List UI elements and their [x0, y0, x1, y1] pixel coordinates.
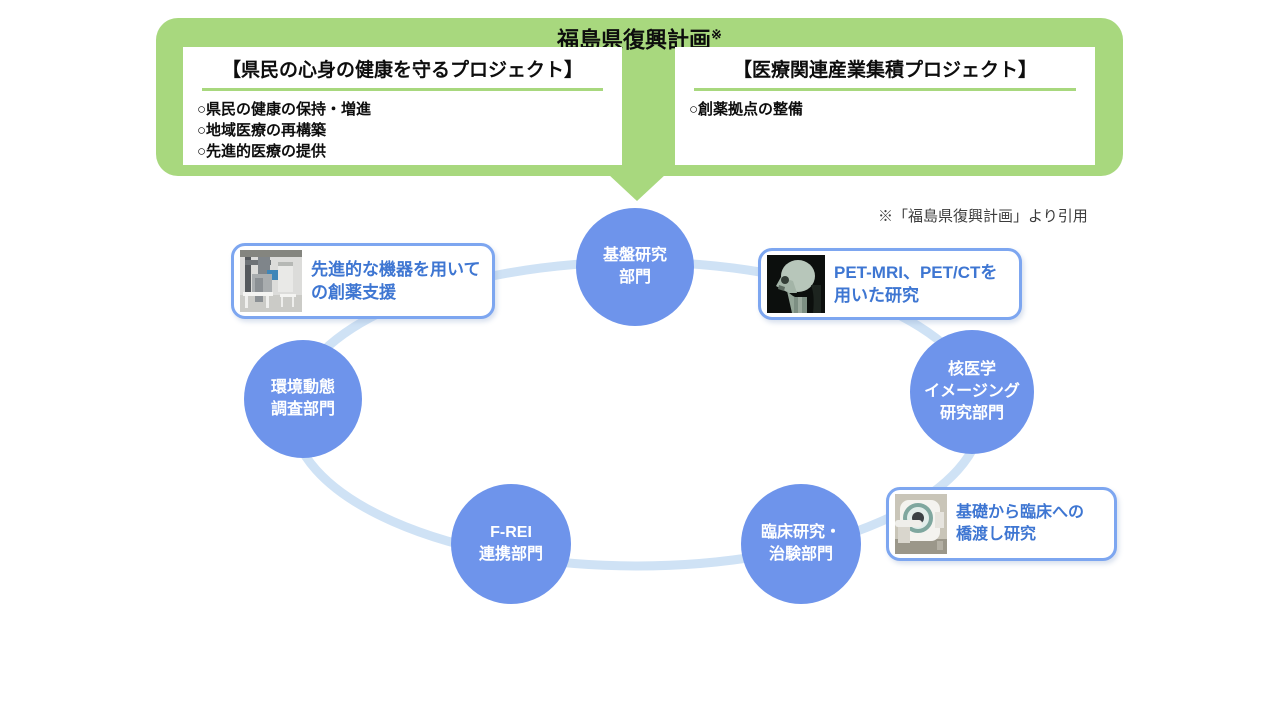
callout-label-line: 橋渡し研究: [956, 526, 1037, 543]
skull-scan-photo: [767, 255, 825, 313]
callout-pet-research: PET-MRI、PET/CTを 用いた研究: [758, 248, 1022, 320]
dept-label-line: イメージング: [924, 383, 1020, 400]
health-project-box: 【県民の心身の健康を守るプロジェクト】 ○県民の健康の保持・増進 ○地域医療の再…: [183, 47, 622, 165]
callout-label-line: の創薬支援: [311, 283, 396, 302]
callout-label-line: PET-MRI、PET/CTを: [834, 263, 998, 282]
dept-label-line: 研究部門: [939, 405, 1004, 422]
dept-label-line: F-REI: [490, 524, 532, 541]
dept-label-line: 部門: [618, 269, 651, 286]
dept-label-line: 治験部門: [768, 546, 833, 563]
callout-label-line: 基礎から臨床への: [956, 504, 1085, 521]
callout-label-line: 用いた研究: [834, 286, 919, 305]
citation-note: ※「福島県復興計画」より引用: [878, 208, 1088, 225]
project-item: ○創薬拠点の整備: [689, 101, 804, 118]
plan-title: 福島県復興計画※: [156, 20, 1123, 52]
dept-label-line: 連携部門: [478, 546, 543, 563]
heading-divider: [202, 88, 603, 91]
dept-label-line: 調査部門: [270, 401, 335, 418]
recovery-plan-panel: 福島県復興計画※ 【県民の心身の健康を守るプロジェクト】 ○県民の健康の保持・増…: [156, 18, 1123, 176]
dept-circle-nuclear-imaging: 核医学 イメージング 研究部門: [910, 330, 1034, 454]
project-item-list: ○県民の健康の保持・増進 ○地域医療の再構築 ○先進的医療の提供: [183, 99, 622, 162]
project-heading: 【医療関連産業集積プロジェクト】: [732, 60, 1037, 81]
heading-divider: [694, 88, 1076, 91]
callout-drug-discovery: 先進的な機器を用いて の創薬支援: [231, 243, 495, 319]
dept-circle-environmental-dynamics: 環境動態 調査部門: [244, 340, 362, 458]
dept-circle-clinical-trials: 臨床研究・ 治験部門: [741, 484, 861, 604]
project-item: ○県民の健康の保持・増進: [197, 101, 372, 118]
project-item: ○地域医療の再構築: [197, 122, 327, 139]
callout-label-line: 先進的な機器を用いて: [311, 260, 481, 279]
lab-equipment-photo: [240, 250, 302, 312]
project-heading: 【県民の心身の健康を守るプロジェクト】: [221, 60, 583, 81]
callout-label: 先進的な機器を用いて の創薬支援: [311, 258, 481, 304]
callout-bridging-research: 基礎から臨床への 橋渡し研究: [886, 487, 1117, 561]
plan-title-mark: ※: [711, 27, 722, 42]
dept-label-line: 基盤研究: [602, 247, 667, 264]
dept-circle-foundation-research: 基盤研究 部門: [576, 208, 694, 326]
project-item-list: ○創薬拠点の整備: [675, 99, 1095, 120]
project-item: ○先進的医療の提供: [197, 143, 327, 160]
dept-label-line: 核医学: [947, 361, 996, 378]
dept-circle-frei-collaboration: F-REI 連携部門: [451, 484, 571, 604]
dept-label-line: 臨床研究・: [760, 524, 841, 541]
ct-scanner-photo: [895, 494, 947, 554]
down-arrow: [608, 174, 666, 201]
callout-label: 基礎から臨床への 橋渡し研究: [956, 502, 1084, 546]
callout-label: PET-MRI、PET/CTを 用いた研究: [834, 261, 997, 307]
dept-label-line: 環境動態: [270, 379, 335, 396]
medical-industry-project-box: 【医療関連産業集積プロジェクト】 ○創薬拠点の整備: [675, 47, 1095, 165]
